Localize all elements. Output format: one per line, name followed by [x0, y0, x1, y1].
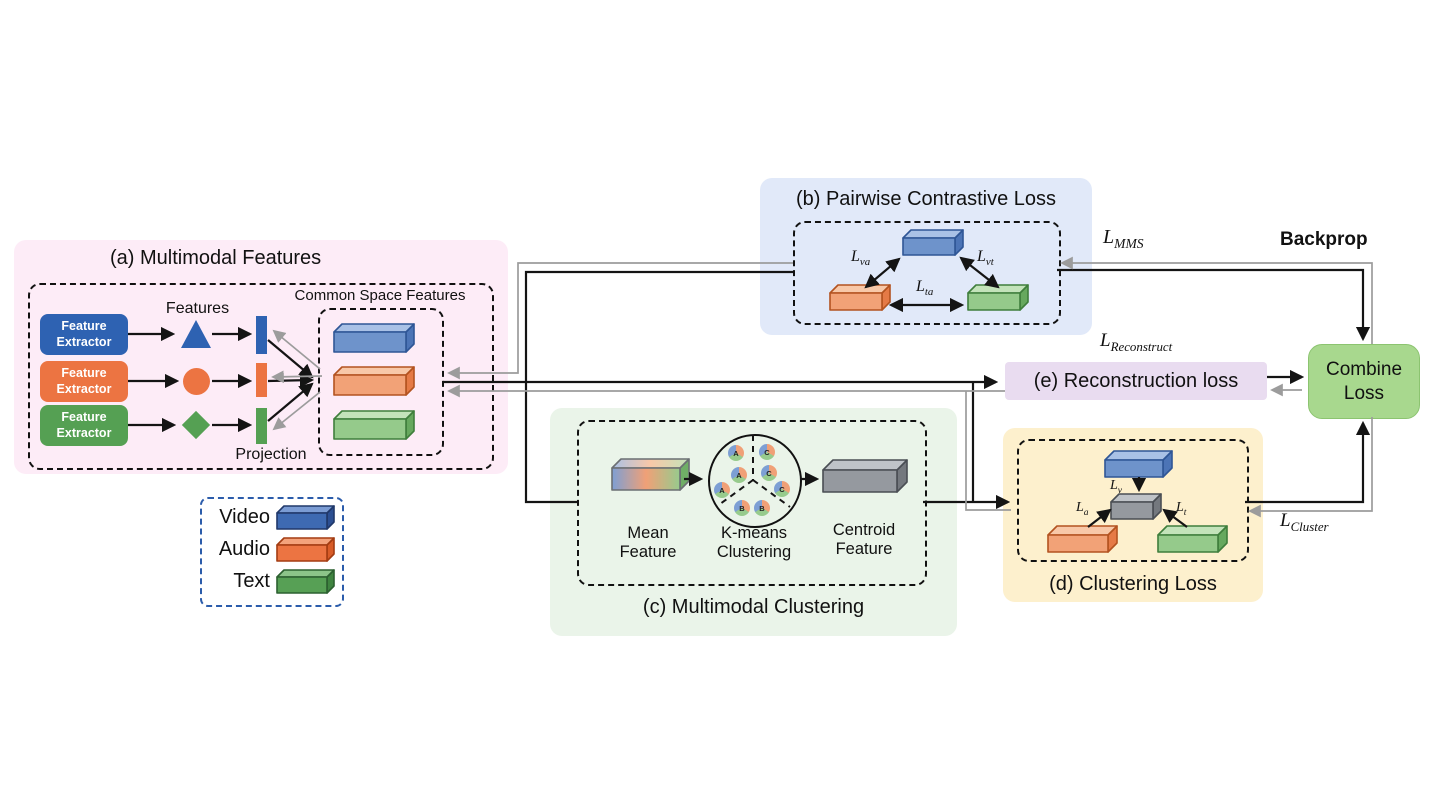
legend-text-label: Text	[233, 570, 270, 592]
panel-e-box: (e) Reconstruction loss	[1005, 362, 1267, 400]
loss-t-label: Lt	[1176, 500, 1187, 518]
cluster-dot: A	[731, 467, 747, 483]
cluster-dot: B	[734, 500, 750, 516]
panel-d-title: (d) Clustering Loss	[1049, 573, 1217, 595]
audio-feature-extractor-box: Feature Extractor	[40, 361, 128, 402]
legend-audio-label: Audio	[218, 538, 270, 560]
mean-feature-bar	[611, 458, 690, 491]
panel-c-title: (c) Multimodal Clustering	[642, 596, 865, 618]
kmeans-label: K-means Clustering	[716, 524, 792, 561]
reconstruct-loss-label: LReconstruct	[1100, 330, 1173, 354]
video-triangle-icon	[181, 320, 211, 348]
features-label: Features	[165, 300, 230, 317]
legend-video-bar	[276, 505, 335, 530]
cluster-loss-audio-bar	[1047, 525, 1118, 553]
cluster-dot: A	[714, 482, 730, 498]
panel-a-dashed-box	[28, 283, 494, 470]
audio-circle-icon	[183, 368, 210, 395]
video-feature-extractor-box: Feature Extractor	[40, 314, 128, 355]
panel-a-title: (a) Multimodal Features	[110, 247, 322, 269]
cluster-loss-edge-label: LCluster	[1280, 510, 1329, 534]
text-feature-extractor-box: Feature Extractor	[40, 405, 128, 446]
common-space-text-bar	[333, 410, 415, 440]
cluster-dot: B	[754, 500, 770, 516]
loss-v-label: Lv	[1110, 478, 1123, 496]
cluster-dot: A	[728, 445, 744, 461]
audio-projection-bar	[256, 363, 267, 397]
centroid-feature-bar	[822, 459, 908, 493]
common-space-audio-bar	[333, 366, 415, 396]
legend-video-label: Video	[219, 506, 270, 528]
common-space-label: Common Space Features	[294, 287, 466, 304]
video-projection-bar	[256, 316, 267, 354]
loss-va-label: Lva	[851, 248, 871, 269]
cluster-loss-video-bar	[1104, 450, 1173, 478]
combine-loss-box: Combine Loss	[1308, 344, 1420, 419]
contrastive-audio-bar	[829, 284, 891, 311]
mean-feature-label: Mean Feature	[619, 524, 677, 561]
cluster-dot: C	[761, 465, 777, 481]
backprop-label: Backprop	[1280, 229, 1368, 250]
mms-loss-label: LMMS	[1103, 226, 1144, 251]
projection-label: Projection	[235, 446, 307, 463]
loss-ta-label: Lta	[916, 278, 934, 299]
text-projection-bar	[256, 408, 267, 444]
legend-audio-bar	[276, 537, 335, 562]
cluster-dot: C	[759, 444, 775, 460]
panel-b-title: (b) Pairwise Contrastive Loss	[795, 188, 1057, 210]
loss-vt-label: Lvt	[977, 248, 994, 269]
cluster-dot: C	[774, 481, 790, 497]
contrastive-text-bar	[967, 284, 1029, 311]
kmeans-circle	[708, 434, 802, 528]
centroid-feature-label: Centroid Feature	[832, 521, 896, 558]
loss-a-label: La	[1076, 500, 1089, 518]
cluster-loss-centroid-bar	[1110, 493, 1162, 520]
legend-text-bar	[276, 569, 335, 594]
common-space-video-bar	[333, 323, 415, 353]
cluster-loss-text-bar	[1157, 525, 1228, 553]
contrastive-video-bar	[902, 229, 964, 256]
